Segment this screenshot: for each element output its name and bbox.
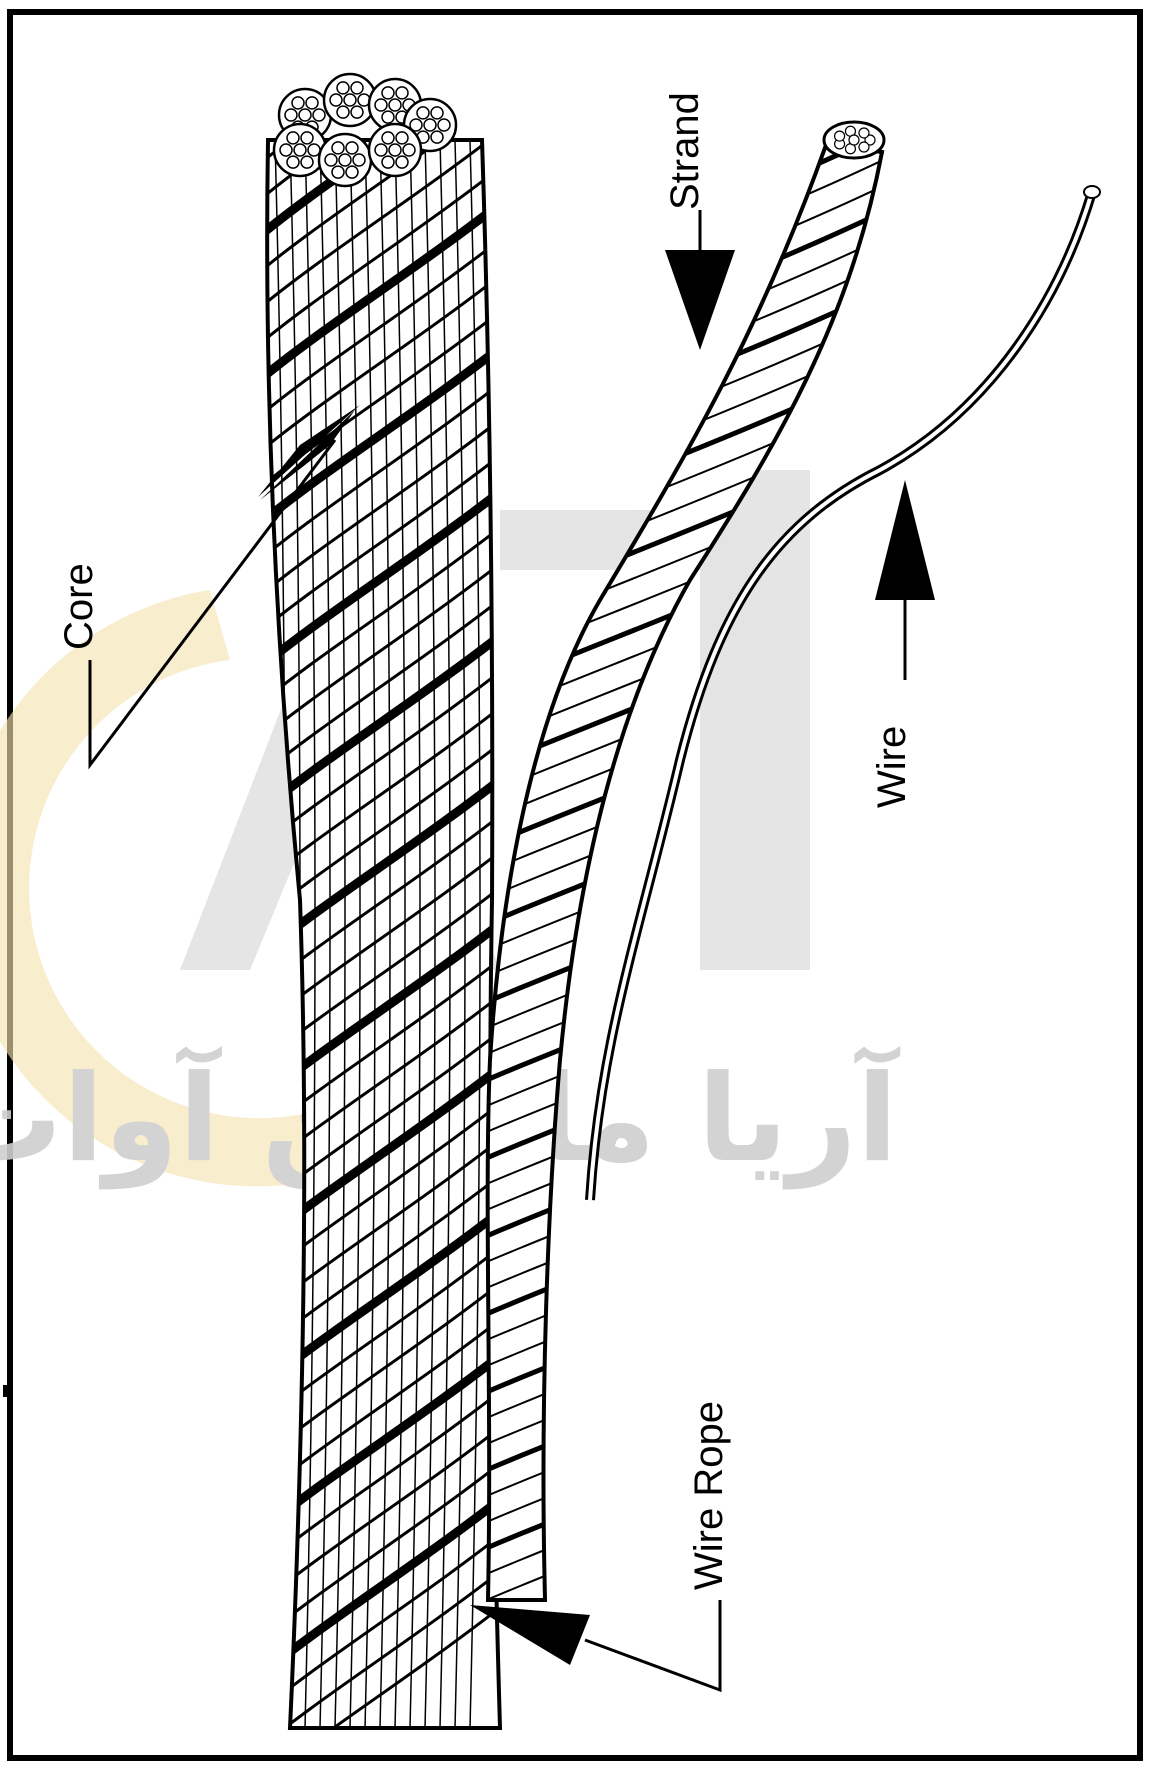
wire-cross-section [344,94,356,106]
strand-twist-line [450,688,920,888]
wire-cross-section [859,142,869,152]
wire-cross-section [280,144,292,156]
wire-cross-section [859,128,869,138]
strand-twist-line [450,662,920,862]
scan-mark [3,1385,7,1397]
strand-label: Strand [663,92,707,210]
wire-cross-section [313,109,325,121]
wire-cross-section [332,142,344,154]
wire-cross-section [375,99,387,111]
wire-cross-section [382,132,394,144]
wire-cross-section [351,82,363,94]
wire-cross-section [417,107,429,119]
wire-cross-section [325,154,337,166]
wire-rope-drawing [250,0,520,1768]
strand-arrow-icon [665,250,735,350]
wire-cross-section [403,144,415,156]
wire-cross-section [396,156,408,168]
wire-cross-section [337,82,349,94]
wire-cross-section [332,166,344,178]
wire-cross-section [306,97,318,109]
wire-cross-section [337,106,349,118]
wire-cross-section [294,144,306,156]
wire-cross-section [396,132,408,144]
wire-cross-section [346,166,358,178]
single-wire-drawing [590,186,1100,1200]
wire-cross-section [438,119,450,131]
wire-cross-section [339,154,351,166]
wire-cross-section [382,156,394,168]
wire-cross-section [330,94,342,106]
wire-cross-section [299,109,311,121]
wire-cross-section [285,109,297,121]
wire-cross-section [351,106,363,118]
wire-cross-section [835,131,845,141]
wire-cross-section [431,107,443,119]
wire-cross-section [287,132,299,144]
wire-cross-section [301,156,313,168]
wire-cross-section [389,99,401,111]
wire-label: Wire [870,726,914,808]
single-wire-end [1084,186,1100,198]
wire-cross-section [382,111,394,123]
wire-rope-label: Wire Rope [687,1401,731,1590]
wire-cross-section [301,132,313,144]
strand-twist-line [450,610,920,810]
wire-cross-section [849,135,859,145]
strand-callout: Strand [663,92,735,350]
wire-cross-section [353,154,365,166]
wire-cross-section [382,87,394,99]
wire-cross-section [346,142,358,154]
wire-callout: Wire [870,480,935,808]
wire-rope-leader-line [585,1600,720,1690]
wire-cross-section [287,156,299,168]
wire-cross-section [389,144,401,156]
wire-cross-section [375,144,387,156]
wire-cross-section [292,97,304,109]
wire-cross-section [424,119,436,131]
wire-cross-section [308,144,320,156]
wire-cross-section [396,87,408,99]
single-wire [590,192,1092,1200]
core-label: Core [57,563,101,650]
wire-arrow-icon [875,480,935,600]
wire-cross-section [431,131,443,143]
